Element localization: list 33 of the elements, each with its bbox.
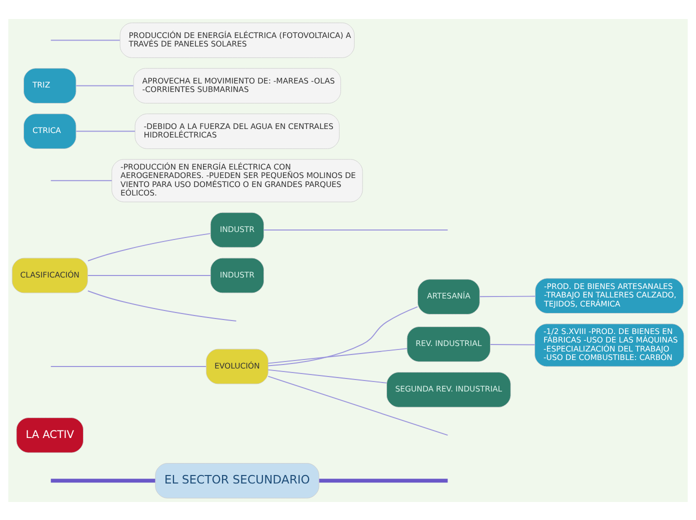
node-box: -PROD. DE BIENES ARTESANALES -TRABAJO EN TALLERES CALZADO, TEJIDOS, CERÁMICA [535, 278, 684, 313]
connector [87, 232, 211, 261]
connector [87, 274, 212, 276]
node-box: CLASIFICACIÓN [12, 257, 88, 293]
node-box: SEGUNDA REV. INDUSTRIAL [386, 372, 511, 407]
node-box: APROVECHA EL MOVIMIENTO DE: -MAREAS -OLAS -CORRIENTES SUBMARINAS [133, 68, 341, 103]
node-box: LA ACTIV [16, 417, 84, 452]
connector [263, 229, 448, 230]
connector [50, 180, 112, 181]
node-box: PRODUCCIÓN DE ENERGÍA ELÉCTRICA (FOTOVOLTAICA) A TRAVÉS DE PANELES SOLARES [120, 22, 355, 58]
node-box: -1/2 S.XVIII -PROD. DE BIENES EN FÁBRICAS -USO DE LAS MÁQUINAS -ESPECIALIZACIÓN DEL TRABAJO -USO DE COMBUSTIBLE: CARBÓN [534, 323, 684, 366]
connector [76, 130, 136, 132]
node-box: ARTESANÍA [417, 278, 480, 314]
node-box: INDUSTR [210, 257, 264, 293]
connector [50, 39, 120, 40]
node-box: CTRICA [24, 113, 76, 148]
node-box: EL SECTOR SECUNDARIO [155, 462, 320, 498]
node-box: EVOLUCIÓN [206, 348, 268, 384]
connector [268, 368, 388, 383]
node-box: TRIZ [24, 68, 76, 103]
connector [490, 344, 536, 345]
connector [479, 295, 536, 297]
node-box: -PRODUCCIÓN EN ENERGÍA ELÉCTRICA CON AEROGENERADORES. -PUEDEN SER PEQUEÑOS MOLINOS DE VIENTO PARA USO DOMÉSTICO O EN GRANDES PARQUES EÓLICOS. [112, 158, 363, 202]
connector [268, 375, 448, 436]
node-box: -DEBIDO A LA FUERZA DEL AGUA EN CENTRALES HIDROELÉCTRICAS [134, 113, 340, 148]
connector [50, 478, 156, 482]
connector [319, 478, 448, 482]
connector [76, 84, 134, 86]
connector [268, 306, 418, 366]
connector [268, 348, 408, 364]
connector [87, 290, 237, 321]
node-box: INDUSTR [210, 212, 264, 248]
node-box: REV. INDUSTRIAL [406, 326, 491, 362]
